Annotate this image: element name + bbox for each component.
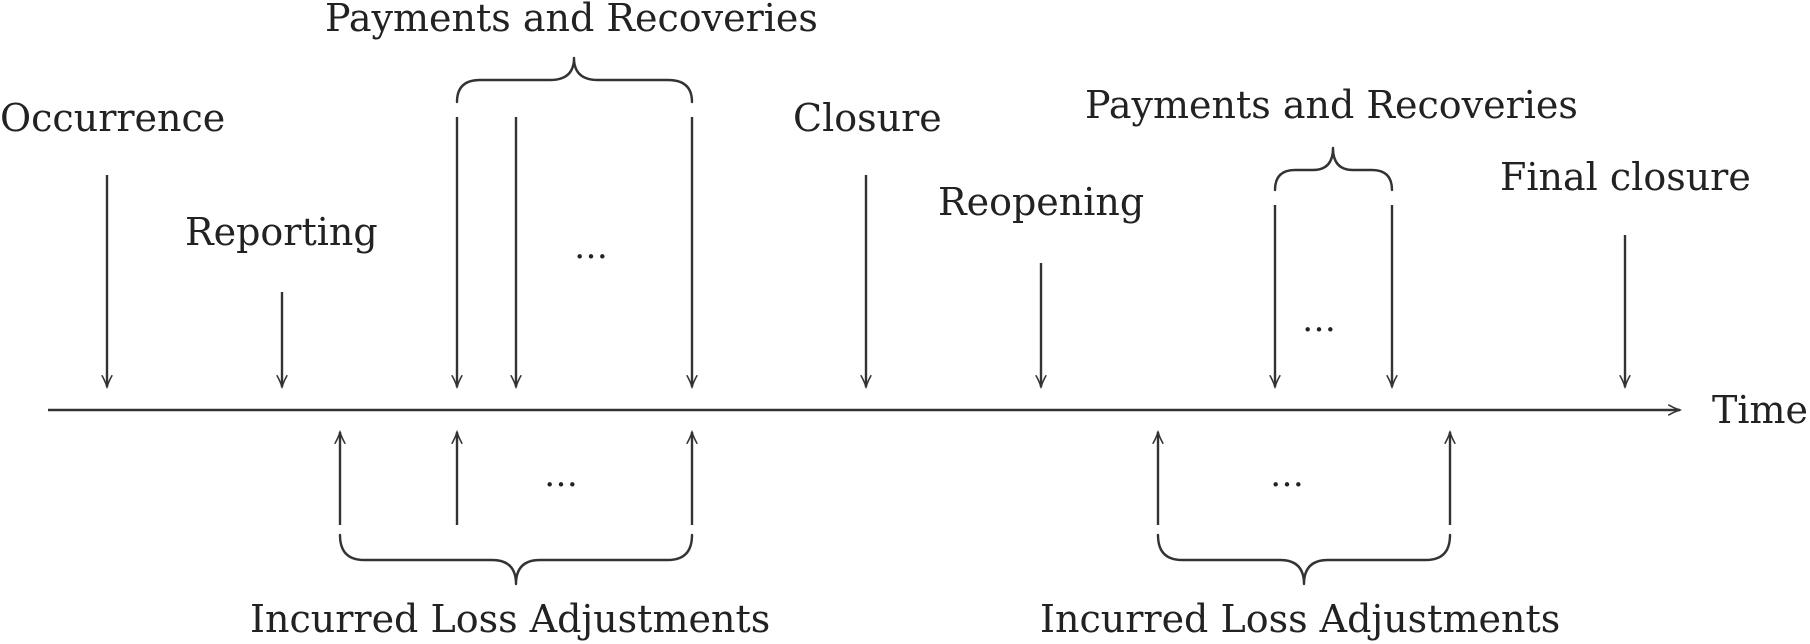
reopening-label: Reopening (938, 180, 1144, 224)
time-axis-label: Time (1712, 388, 1808, 432)
ellipsis-payments-2: … (1302, 300, 1342, 340)
reporting-label: Reporting (185, 210, 378, 254)
payments-brace-1 (455, 56, 694, 104)
incurred-loss-adjustments-label-1: Incurred Loss Adjustments (250, 597, 770, 641)
adjustments-brace-1 (338, 533, 694, 586)
payments-brace-2 (1273, 146, 1394, 192)
incurred-loss-adjustments-label-2: Incurred Loss Adjustments (1040, 597, 1560, 641)
ellipsis-adjustments-2: … (1270, 455, 1310, 495)
final-closure-label: Final closure (1500, 155, 1751, 199)
ellipsis-adjustments-1: … (544, 455, 584, 495)
payments-recoveries-label-1: Payments and Recoveries (325, 0, 818, 40)
payments-recoveries-label-2: Payments and Recoveries (1085, 83, 1578, 127)
occurrence-label: Occurrence (0, 96, 225, 140)
adjustments-brace-2 (1156, 533, 1452, 586)
ellipsis-payments-1: … (574, 227, 614, 267)
closure-label: Closure (793, 96, 942, 140)
